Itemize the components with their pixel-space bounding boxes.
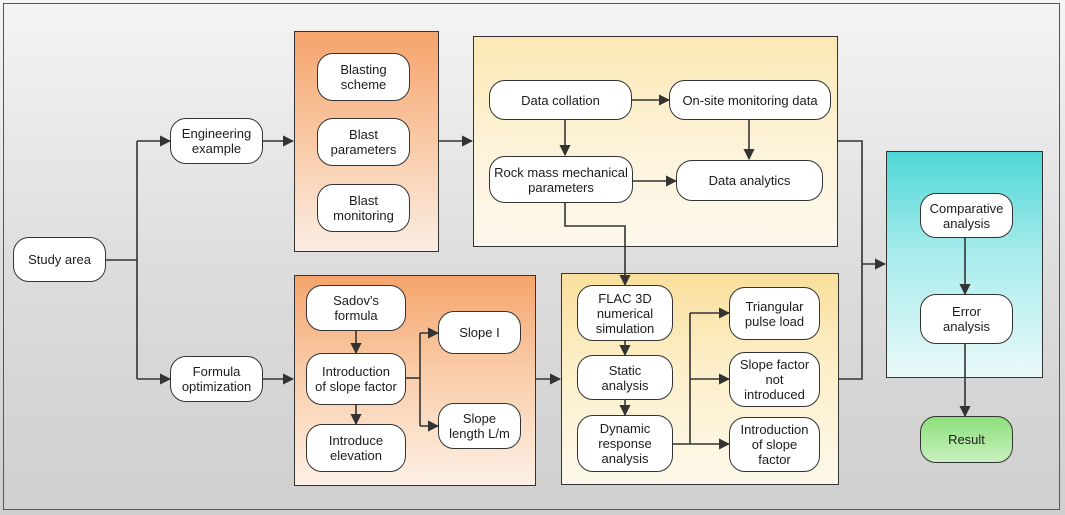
sadov-formula-node: Sadov's formula [306, 285, 406, 331]
data-collation-node: Data collation [489, 80, 632, 120]
flac-simulation-node: FLAC 3D numerical simulation [577, 285, 673, 341]
slope-length-node: Slope length L/m [438, 403, 521, 449]
intro-slope-factor-node: Introduction of slope factor [306, 353, 406, 405]
formula-optimization-node: Formula optimization [170, 356, 263, 402]
rock-mass-node: Rock mass mechanical parameters [489, 156, 633, 203]
outer-frame [3, 3, 1060, 510]
dynamic-response-node: Dynamic response analysis [577, 415, 673, 472]
blasting-scheme-node: Blasting scheme [317, 53, 410, 101]
static-analysis-node: Static analysis [577, 355, 673, 400]
slope-not-introduced-node: Slope factor not introduced [729, 352, 820, 407]
blast-monitoring-node: Blast monitoring [317, 184, 410, 232]
engineering-example-node: Engineering example [170, 118, 263, 164]
triangular-pulse-node: Triangular pulse load [729, 287, 820, 340]
data-group-panel [473, 36, 838, 247]
comparative-analysis-node: Comparative analysis [920, 193, 1013, 238]
error-analysis-node: Error analysis [920, 294, 1013, 344]
study-area-node: Study area [13, 237, 106, 282]
result-node: Result [920, 416, 1013, 463]
slope-i-node: Slope I [438, 311, 521, 354]
arrow-rock-flac [564, 203, 631, 287]
intro-elevation-node: Introduce elevation [306, 424, 406, 472]
data-analytics-node: Data analytics [676, 160, 823, 201]
intro-slope-factor-2-node: Introduction of slope factor [729, 417, 820, 472]
connector-data-merge [838, 140, 863, 264]
connector-sim-merge [839, 264, 863, 380]
blast-parameters-node: Blast parameters [317, 118, 410, 166]
onsite-monitoring-node: On-site monitoring data [669, 80, 831, 120]
